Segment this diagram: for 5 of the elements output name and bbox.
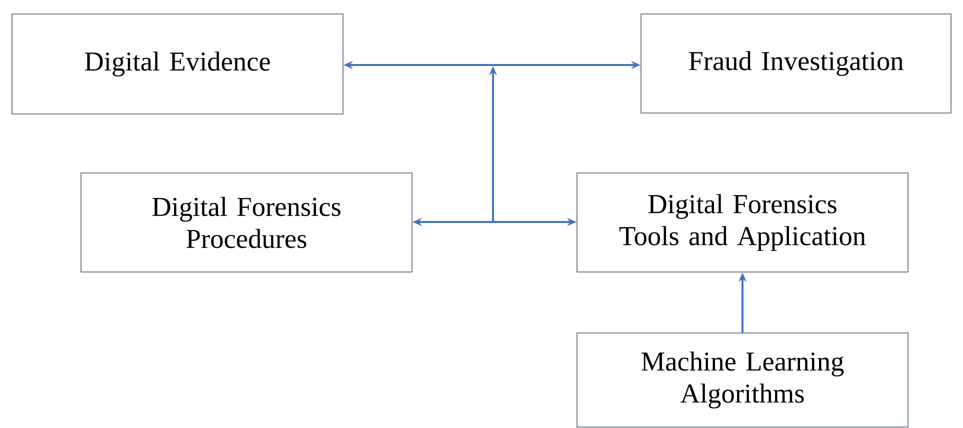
process-box: Machine Learning Algorithms [576, 332, 909, 428]
process-box: Digital Evidence [11, 13, 344, 115]
process-box: Fraud Investigation [640, 13, 952, 114]
process-box: Digital Forensics Tools and Application [576, 172, 909, 273]
process-box: Digital Forensics Procedures [80, 172, 413, 273]
